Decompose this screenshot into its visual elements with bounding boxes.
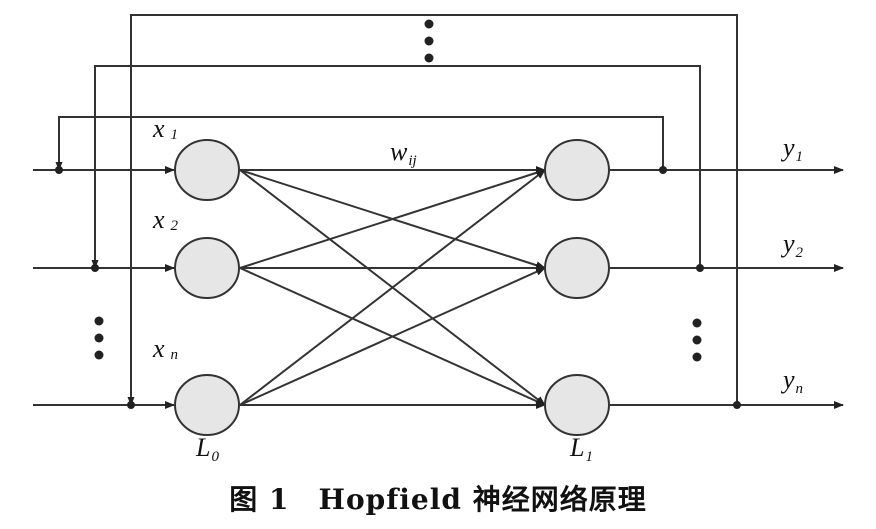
output-labels: y1 y2 yn [780, 133, 804, 397]
layer-l1-nodes [544, 139, 610, 436]
output-node-n [544, 374, 610, 436]
connection-n-1 [239, 169, 546, 406]
junction-dots [55, 166, 741, 409]
weight-connections [239, 166, 546, 409]
ellipsis-right [692, 318, 702, 362]
feedback-loop-1 [55, 116, 664, 171]
output-node-2 [544, 237, 610, 299]
junction-dot [55, 166, 63, 174]
input-node-1 [174, 139, 240, 201]
figure-caption: 图 1 Hopfield 神经网络原理 [229, 483, 647, 516]
junction-dot [696, 264, 704, 272]
layer-label-l0: L0 [195, 433, 219, 465]
ellipsis-top [424, 19, 434, 63]
junction-dot [659, 166, 667, 174]
output-label-y2: y2 [780, 229, 804, 261]
weight-label-wij: wij [390, 137, 417, 169]
output-node-1 [544, 139, 610, 201]
layer-label-l1: L1 [569, 433, 593, 465]
output-label-y1: y1 [780, 133, 803, 165]
input-node-n [174, 374, 240, 436]
connection-n-2 [239, 267, 546, 406]
feedback-loop-2 [91, 65, 701, 269]
ellipsis-left [94, 316, 104, 360]
feedback-loop-n [127, 14, 738, 406]
output-label-yn: yn [780, 365, 803, 397]
output-lines [610, 166, 844, 409]
connection-2-1 [239, 168, 546, 269]
junction-dot [733, 401, 741, 409]
input-node-2 [174, 237, 240, 299]
layer-l0-nodes [174, 139, 240, 436]
junction-dot [91, 264, 99, 272]
feedback-loops [55, 14, 738, 406]
junction-dot [127, 401, 135, 409]
